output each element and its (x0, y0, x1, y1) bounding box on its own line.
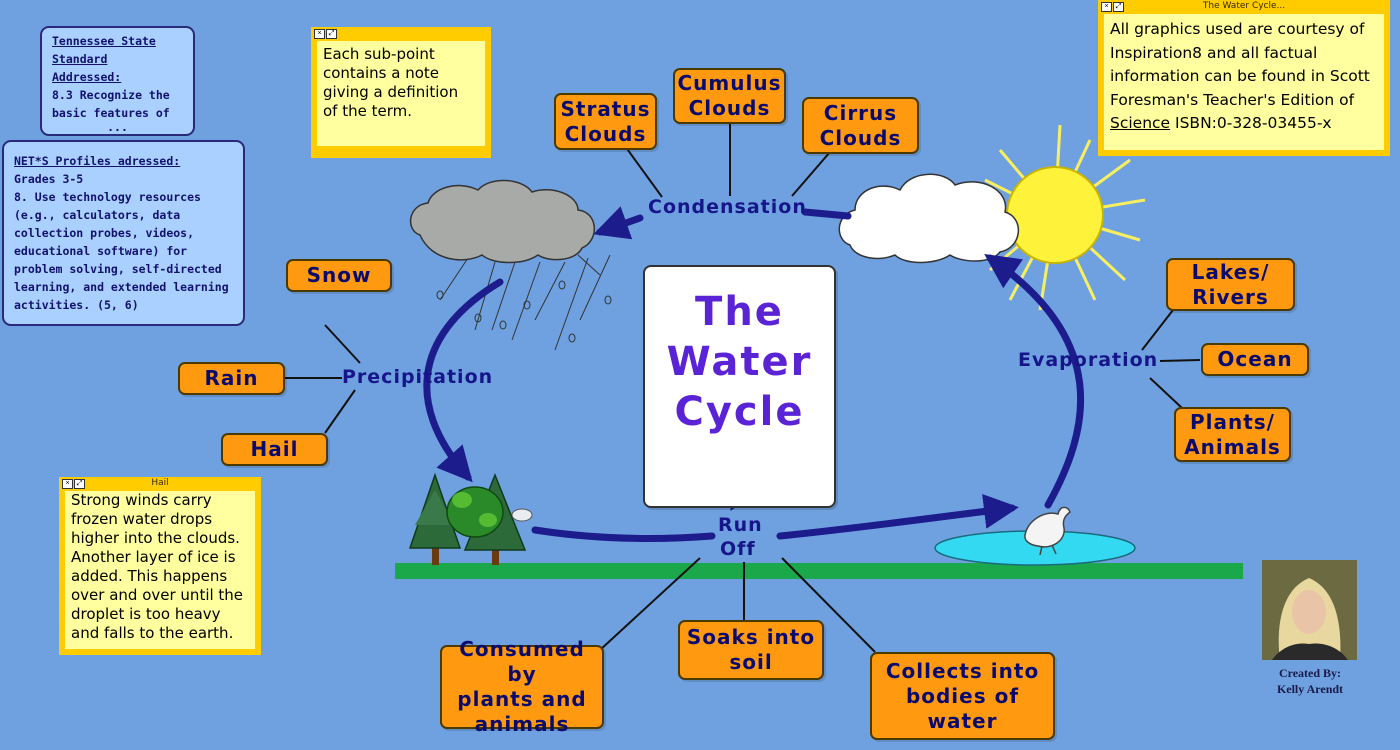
node-cumulus-clouds[interactable]: Cumulus Clouds (673, 68, 786, 124)
nets-line: collection probes, videos, (14, 226, 195, 240)
label-runoff-1[interactable]: Run (718, 514, 763, 536)
tn-heading-2: Standard (52, 52, 108, 66)
hail-line: higher into the clouds. (71, 529, 240, 547)
science-link[interactable]: Science (1110, 114, 1171, 132)
label-runoff-2[interactable]: Off (720, 538, 756, 560)
cloud-icon (838, 173, 1020, 264)
hail-line: droplet is too heavy (71, 605, 221, 623)
title-line-1: The (695, 289, 784, 335)
hail-line: frozen water drops (71, 510, 213, 528)
nets-heading: NET*S Profiles adressed: (14, 154, 181, 168)
hail-line: added. This happens (71, 567, 228, 585)
title-card: The Water Cycle (643, 265, 836, 508)
rain-cloud-icon (409, 179, 612, 351)
connector-lines (283, 122, 1201, 653)
tree-icon (408, 472, 533, 565)
author-portrait-image (1262, 560, 1357, 660)
title-line-2: Water (666, 339, 813, 385)
node-lakes-rivers[interactable]: Lakes/ Rivers (1166, 258, 1295, 311)
nets-line: (e.g., calculators, data (14, 208, 181, 222)
tn-standard-box: Tennessee State Standard Addressed: 8.3 … (40, 26, 195, 136)
node-cirrus-clouds[interactable]: Cirrus Clouds (802, 97, 919, 154)
node-ocean[interactable]: Ocean (1201, 343, 1309, 376)
close-icon[interactable]: × (62, 479, 73, 489)
tn-line-3: ... (107, 120, 128, 134)
resize-icon[interactable]: ⤢ (1113, 2, 1124, 12)
sun-icon (970, 124, 1146, 311)
note-hail: × ⤢ Hail Strong winds carry frozen water… (59, 477, 261, 655)
tn-heading-1: Tennessee State (52, 34, 156, 48)
hail-line: and falls to the earth. (71, 624, 234, 642)
node-consumed-by-plants[interactable]: Consumed by plants and animals (440, 637, 604, 736)
nets-profiles-box: NET*S Profiles adressed: Grades 3-5 8. U… (2, 140, 245, 326)
nets-line: problem solving, self-directed (14, 262, 222, 276)
node-plants-animals[interactable]: Plants/ Animals (1174, 407, 1291, 462)
note-subpoint-body: Each sub-point contains a note giving a … (317, 41, 485, 146)
hail-line: Another layer of ice is (71, 548, 236, 566)
note-subpoint-title (311, 27, 491, 40)
author-photo (1262, 560, 1357, 660)
node-soaks-into-soil[interactable]: Soaks into soil (678, 620, 824, 680)
nets-line: 8. Use technology resources (14, 190, 201, 204)
tn-heading-3: Addressed: (52, 70, 122, 84)
resize-icon[interactable]: ⤢ (326, 29, 337, 39)
note-line: of the term. (323, 102, 413, 120)
node-rain[interactable]: Rain (178, 362, 285, 395)
tn-line-2: basic features of (52, 106, 170, 120)
hail-line: over and over until the (71, 586, 244, 604)
label-condensation[interactable]: Condensation (648, 196, 807, 218)
credits-line: information can be found in Scott (1110, 67, 1370, 85)
close-icon[interactable]: × (314, 29, 325, 39)
note-credits-body: All graphics used are courtesy of Inspir… (1104, 14, 1384, 150)
nets-line: activities. (5, 6) (14, 298, 139, 312)
node-stratus-clouds[interactable]: Stratus Clouds (554, 93, 657, 150)
nets-line: Grades 3-5 (14, 172, 84, 186)
credit-line-1: Created By: (1278, 666, 1342, 680)
tn-line-1: 8.3 Recognize the (52, 88, 170, 102)
isbn-text: ISBN:0-328-03455-x (1170, 114, 1332, 132)
hail-line: Strong winds carry (71, 491, 212, 509)
note-hail-title: Hail (151, 478, 169, 488)
note-hail-body: Strong winds carry frozen water drops hi… (65, 491, 255, 649)
cycle-arrows (423, 206, 1085, 542)
label-precipitation[interactable]: Precipitation (342, 366, 494, 388)
node-collects-into-water[interactable]: Collects into bodies of water (870, 652, 1055, 740)
credits-line: Inspiration8 and all factual (1110, 43, 1318, 62)
close-icon[interactable]: × (1101, 2, 1112, 12)
title-line-3: Cycle (674, 389, 805, 435)
note-credits-title: The Water Cycle... (1202, 1, 1286, 11)
nets-line: learning, and extended learning (14, 280, 229, 294)
credits-line: All graphics used are courtesy of (1110, 20, 1365, 38)
note-line: Each sub-point (323, 45, 435, 63)
note-line: giving a definition (323, 83, 459, 101)
note-line: contains a note (323, 64, 440, 82)
credits-line-5: Science ISBN:0-328-03455-x (1110, 112, 1378, 136)
ground-strip (395, 563, 1243, 579)
credit-line-2: Kelly Arendt (1276, 682, 1344, 696)
credit-block: Created By: Kelly Arendt (1230, 665, 1390, 697)
resize-icon[interactable]: ⤢ (74, 479, 85, 489)
bird-icon (1024, 506, 1071, 556)
label-evaporation[interactable]: Evaporation (1018, 349, 1159, 371)
nets-line: educational software) for (14, 244, 188, 258)
note-credits: × ⤢ The Water Cycle... All graphics used… (1098, 0, 1390, 156)
node-hail[interactable]: Hail (221, 433, 328, 466)
credits-line: Foresman's Teacher's Edition of (1110, 90, 1355, 109)
note-subpoint: × ⤢ Each sub-point contains a note givin… (311, 27, 491, 158)
node-snow[interactable]: Snow (286, 259, 392, 292)
